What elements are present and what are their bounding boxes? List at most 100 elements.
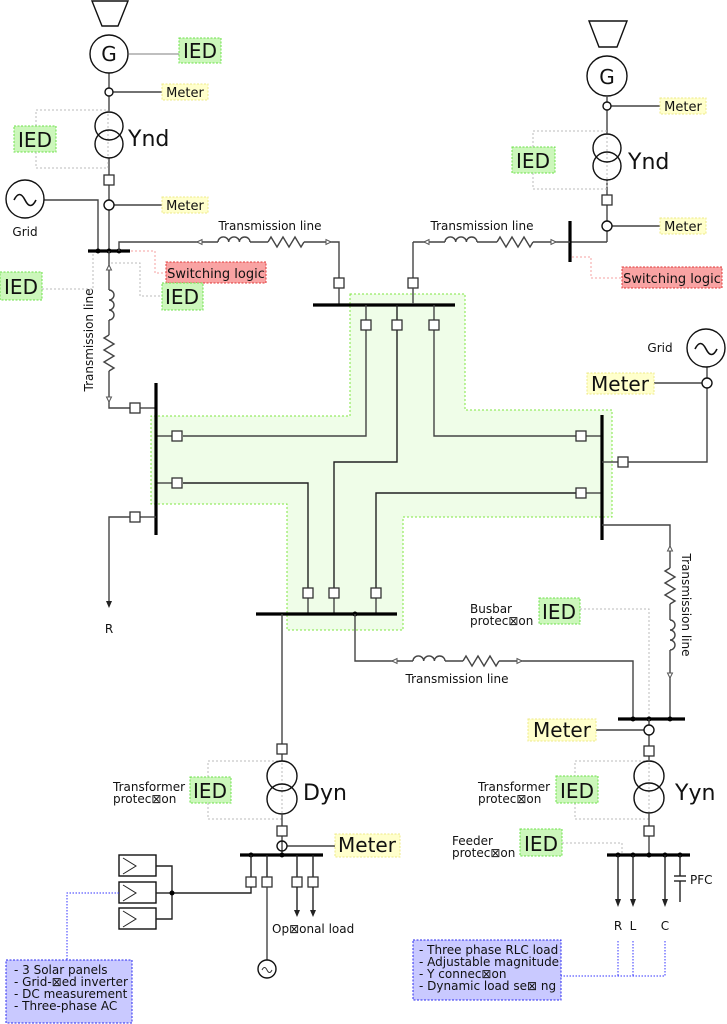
transformer-protection-label: protec⊠on [113, 792, 176, 806]
meter-box[interactable] [527, 718, 597, 742]
transformer-protection-label: protec⊠on [478, 792, 541, 806]
turbine-icon [90, 0, 130, 27]
busbar-protection-label: Busbar [470, 602, 512, 616]
ied-label: IED [18, 128, 52, 152]
solar-note-line: - 3 Solar panels [14, 963, 108, 977]
load-r-label: R [105, 622, 113, 636]
meter-box[interactable] [659, 217, 707, 235]
breaker-icon[interactable] [407, 277, 419, 289]
solar-panel-icon [118, 881, 157, 904]
transmission-line-label: Transmission line [82, 289, 96, 393]
breaker-icon[interactable] [643, 745, 655, 757]
load-feeder-right: Meter Yyn Transformer protec⊠on IED Feed… [412, 716, 715, 1001]
breaker-icon[interactable] [171, 477, 183, 489]
meter-ct-icon [104, 87, 114, 97]
load-arrow-icon [662, 899, 668, 907]
ied-label: IED [193, 779, 227, 803]
ied-box[interactable] [178, 37, 222, 64]
ied-box[interactable] [511, 146, 556, 174]
breaker-icon[interactable] [276, 743, 288, 755]
solar-note-line: - Three-phase AC [14, 999, 117, 1013]
breaker-icon[interactable] [575, 487, 587, 499]
breaker-icon[interactable] [129, 402, 141, 414]
meter-box[interactable] [161, 83, 209, 101]
meter-ct-icon [602, 101, 612, 111]
ied-label: IED [560, 779, 594, 803]
meter-box[interactable] [659, 97, 707, 115]
breaker-icon[interactable] [575, 430, 587, 442]
breaker-icon[interactable] [291, 876, 303, 888]
transmission-line-4: Transmission line [413, 219, 570, 249]
generator-icon [89, 34, 129, 74]
ied-box[interactable] [161, 282, 204, 311]
breaker-icon[interactable] [276, 825, 288, 837]
ied-box[interactable] [555, 775, 599, 804]
ied-box[interactable] [13, 125, 57, 153]
meter-ct-icon [643, 724, 655, 736]
switching-logic-box[interactable] [165, 261, 267, 284]
generator-icon [586, 55, 628, 97]
generator-label: G [599, 65, 615, 89]
ied-box[interactable] [0, 271, 43, 301]
meter-box[interactable] [586, 372, 655, 395]
meter-ct-icon [276, 840, 288, 852]
ied-box[interactable] [189, 776, 232, 804]
load-c-label: C [661, 919, 669, 933]
ied-box[interactable] [519, 828, 563, 857]
transmission-line-label: Transmission line [430, 219, 534, 233]
breaker-icon[interactable] [171, 430, 183, 442]
breaker-icon[interactable] [328, 587, 340, 599]
transmission-line-2: Transmission line [82, 251, 156, 414]
solar-panel-icon [118, 907, 157, 930]
feeder-protection-label: protec⊠on [452, 846, 515, 860]
ied-label: IED [516, 149, 550, 173]
capacitor-icon [674, 855, 686, 902]
grid-label: Grid [647, 341, 672, 355]
turbine-icon [587, 20, 629, 48]
meter-label: Meter [591, 372, 650, 396]
load-note-line: - Adjustable magnitude [419, 955, 559, 969]
ied-label: IED [165, 285, 199, 309]
meter-label: Meter [664, 220, 702, 235]
load-arrow-icon [615, 899, 621, 907]
breaker-icon[interactable] [617, 456, 629, 468]
transformer-type-label: Ynd [627, 150, 669, 175]
breaker-icon[interactable] [601, 194, 613, 206]
ied-box[interactable] [538, 597, 581, 625]
meter-box[interactable] [161, 196, 209, 214]
breaker-icon[interactable] [129, 511, 141, 523]
ied-label: IED [4, 275, 38, 299]
solar-panel-icon [118, 854, 157, 877]
meter-ct-icon [103, 199, 115, 211]
load-arrow-icon [294, 910, 300, 917]
load-arrow-icon [310, 910, 316, 917]
switching-logic-label: Switching logic [623, 272, 721, 287]
breaker-icon[interactable] [360, 319, 372, 331]
breaker-icon[interactable] [302, 587, 314, 599]
breaker-icon[interactable] [391, 319, 403, 331]
transmission-line-5: Transmission line [354, 614, 634, 719]
transformer-type-label: Yyn [674, 781, 715, 806]
transformer-protection-label: Transformer [477, 780, 550, 794]
switching-logic-box[interactable] [621, 266, 723, 289]
transmission-line-1: Transmission line [118, 219, 345, 304]
breaker-icon[interactable] [643, 825, 655, 837]
breaker-icon[interactable] [103, 174, 115, 186]
generator-right: G Meter Ynd IED Meter Switching logic [511, 20, 723, 289]
ied-label: IED [183, 39, 217, 63]
breaker-icon[interactable] [333, 277, 345, 289]
transformer-icon [266, 760, 298, 792]
breaker-icon[interactable] [428, 319, 440, 331]
breaker-icon[interactable] [307, 876, 319, 888]
breaker-icon[interactable] [370, 587, 382, 599]
transmission-line-3: Transmission line [602, 524, 693, 719]
switching-logic-label: Switching logic [167, 267, 265, 282]
breaker-icon[interactable] [261, 876, 273, 888]
breaker-icon[interactable] [245, 876, 257, 888]
ied-label: IED [542, 600, 576, 624]
transformer-icon [592, 133, 622, 163]
transformer-icon [633, 760, 665, 792]
feeder-protection-label: Feeder [452, 834, 493, 848]
meter-box[interactable] [334, 833, 401, 858]
meter-label: Meter [664, 100, 702, 115]
